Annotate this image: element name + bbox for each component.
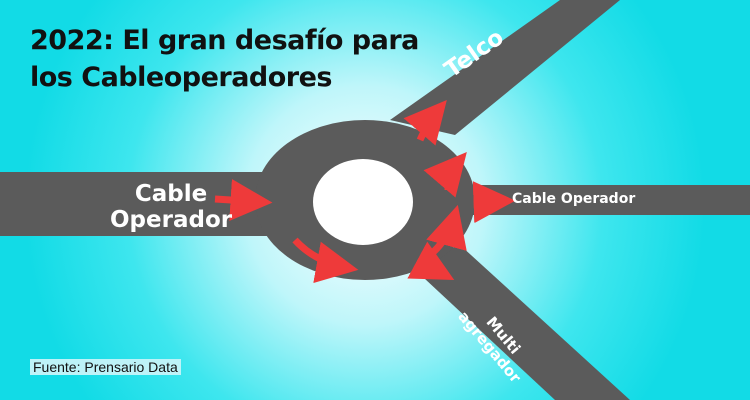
label-cable-operador-out: Cable Operador	[512, 191, 636, 207]
arrow-bottom-left	[292, 237, 359, 284]
title-line-1: 2022: El gran desafío para	[30, 25, 419, 56]
label-cable-operador-in-line1: Cable	[134, 181, 208, 207]
arrow-right-lower	[426, 204, 467, 258]
label-cable-operador-in-line2: Operador	[110, 207, 233, 233]
roundabout-center	[313, 159, 413, 245]
source-note: Fuente: Prensario Data	[30, 359, 181, 375]
arrow-telco-exit	[403, 100, 447, 146]
road-cable-operador-in	[0, 172, 285, 236]
arrow-bottom-right	[407, 241, 455, 280]
road-cable-operador-out	[460, 185, 750, 215]
road-multiagregador	[410, 245, 630, 400]
arrow-cable-operador-exit	[472, 181, 516, 224]
title-line-2: los Cableoperadores	[30, 62, 333, 93]
road-telco	[390, 0, 620, 135]
label-cable-operador-in: Cable Operador	[110, 181, 232, 233]
page-title: 2022: El gran desafío para los Cableoper…	[30, 22, 419, 96]
arrow-entry	[214, 179, 273, 221]
arrow-right-upper	[423, 152, 467, 198]
